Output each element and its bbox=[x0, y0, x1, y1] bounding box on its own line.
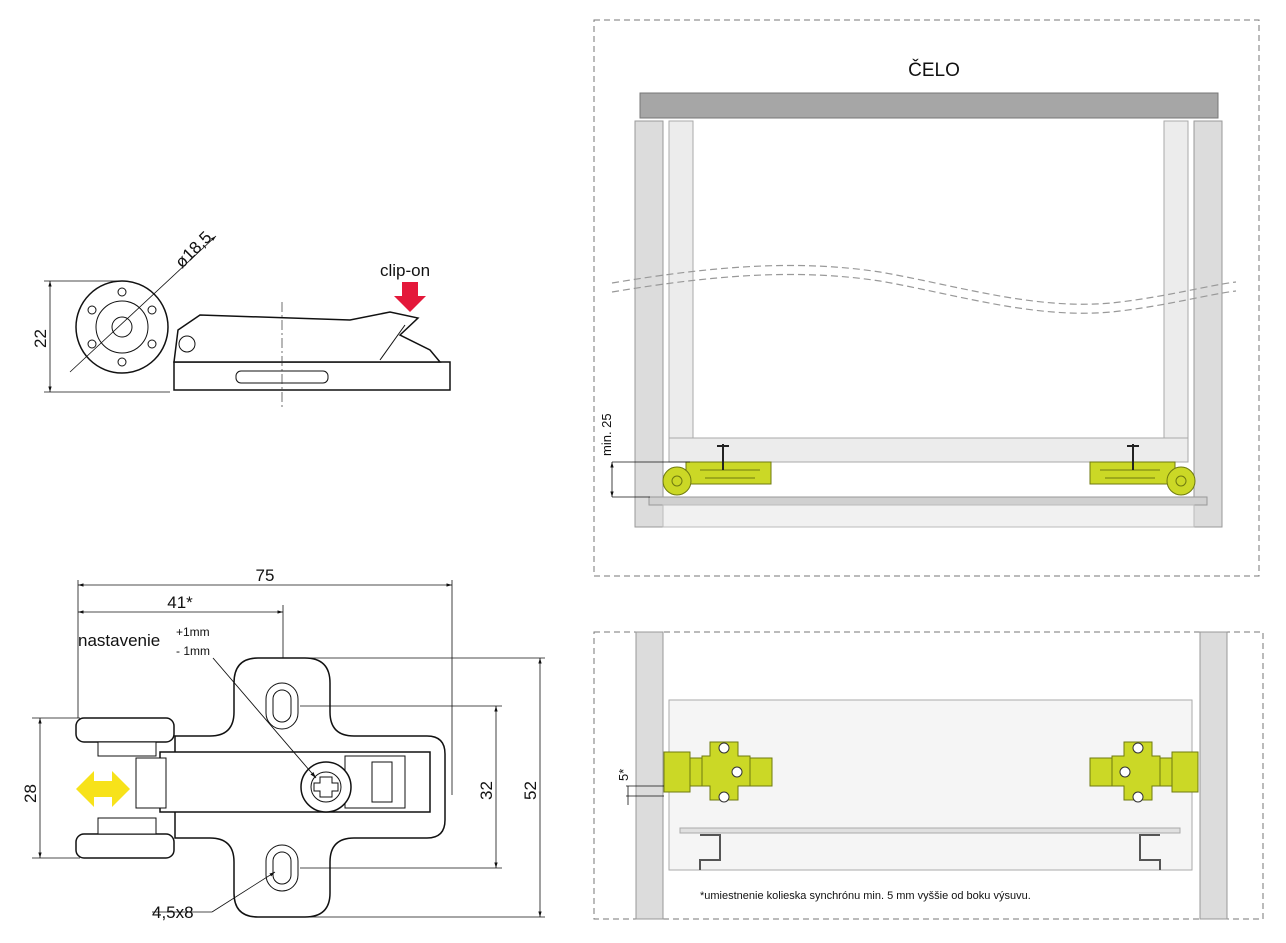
dim-32: 32 bbox=[477, 781, 496, 800]
top-cabinet-side-right bbox=[1199, 631, 1228, 920]
synchro-right bbox=[1089, 461, 1196, 496]
adjust-label: nastavenie bbox=[78, 631, 160, 650]
footnote: *umiestnenie kolieska synchrónu min. 5 m… bbox=[700, 890, 1031, 902]
dim-28: 28 bbox=[21, 784, 40, 803]
cabinet-side-right bbox=[1193, 120, 1223, 528]
top-hinge-left bbox=[663, 741, 773, 803]
adjust-plus: +1mm bbox=[176, 625, 210, 639]
dim-52: 52 bbox=[521, 781, 540, 800]
top-drawer-inner bbox=[679, 827, 1181, 834]
wheel-top bbox=[75, 717, 175, 743]
hinge-base-plate bbox=[173, 361, 451, 391]
drawer-bottom bbox=[668, 437, 1189, 463]
dim-min-25: min. 25 bbox=[599, 413, 614, 456]
dim-diameter: ø18,5 bbox=[171, 228, 215, 272]
wheel-flange bbox=[75, 280, 169, 374]
front-title: ČELO bbox=[908, 59, 960, 81]
cabinet-side-left bbox=[634, 120, 664, 528]
adjust-minus: - 1mm bbox=[176, 644, 210, 658]
clip-on-label: clip-on bbox=[380, 261, 430, 280]
dim-41: 41* bbox=[167, 593, 193, 612]
wheel-bottom bbox=[75, 833, 175, 859]
adjust-arrow-icon bbox=[76, 771, 130, 807]
dim-5: 5* bbox=[616, 769, 631, 781]
clip-on-arrow-icon bbox=[394, 282, 426, 312]
top-cabinet-side-left bbox=[635, 631, 664, 920]
top-hinge-right bbox=[1089, 741, 1199, 803]
dim-75: 75 bbox=[256, 566, 275, 585]
dim-slot: 4,5x8 bbox=[152, 903, 194, 922]
synchro-left bbox=[662, 461, 772, 496]
screw-icon bbox=[717, 444, 1139, 470]
drawer-side-left bbox=[668, 120, 694, 462]
break-lines bbox=[611, 264, 1237, 314]
runner-rail bbox=[648, 496, 1208, 506]
top-view-panel: 5* *umiestnenie kolieska synchrónu min. … bbox=[593, 631, 1264, 920]
bottom-board bbox=[662, 504, 1195, 528]
plan-view: 75 41* nastavenie +1mm - 1mm 28 bbox=[21, 566, 545, 922]
dim-22: 22 bbox=[31, 329, 50, 348]
side-view: ø18,5 22 clip-on bbox=[31, 228, 451, 410]
front-view-panel: ČELO bbox=[593, 19, 1260, 577]
front-board bbox=[639, 92, 1219, 119]
